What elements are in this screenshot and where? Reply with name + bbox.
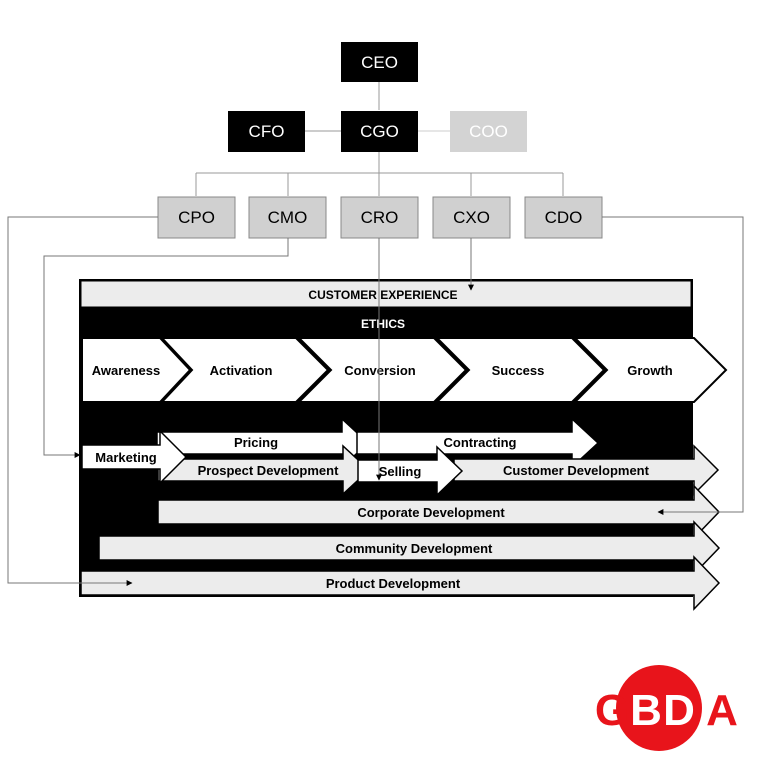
cro-box: CRO [340,196,419,239]
stage-growth: Growth [572,337,728,403]
pricing-arrow: Pricing [156,417,370,469]
coo-label: COO [469,122,508,141]
prospect-development-label: Prospect Development [198,463,340,478]
community-development-label: Community Development [336,541,493,556]
contracting-label: Contracting [444,435,517,450]
corporate-development-arrow: Corporate Development [157,484,721,540]
logo-letter-g: G [595,686,629,735]
corporate-development-label: Corporate Development [357,505,505,520]
stage-awareness-label: Awareness [92,363,160,378]
stage-activation-label: Activation [210,363,273,378]
customer-development-label: Customer Development [503,463,650,478]
stage-conversion-label: Conversion [344,363,416,378]
stage-success-label: Success [492,363,545,378]
cgo-label: CGO [360,122,399,141]
logo-letter-d: D [663,686,695,735]
cxo-label: CXO [453,208,490,227]
contracting-arrow: Contracting [356,417,600,469]
selling-arrow: Selling [357,445,464,497]
routing-connectors [7,216,744,586]
cmo-box: CMO [248,196,327,239]
stage-chevrons: Awareness Activation Conversion Success … [81,337,728,403]
stage-growth-label: Growth [627,363,673,378]
cfo-box: CFO [228,111,305,152]
customer-experience-band: CUSTOMER EXPERIENCE [80,280,692,308]
cdo-label: CDO [545,208,583,227]
stage-awareness: Awareness [81,337,192,403]
cmo-label: CMO [268,208,308,227]
customer-development-arrow: Customer Development [453,444,720,496]
cro-label: CRO [361,208,399,227]
ceo-box: CEO [341,42,418,82]
product-development-arrow: Product Development [80,555,721,611]
customer-experience-label: CUSTOMER EXPERIENCE [308,288,457,302]
cpo-label: CPO [178,208,215,227]
coo-box: COO [450,111,527,152]
ceo-label: CEO [361,53,398,72]
ethics-band: ETHICS [361,317,405,331]
logo-letter-a: A [706,686,738,735]
logo-letter-b: B [630,686,662,735]
cgo-box: CGO [341,111,418,152]
ethics-label: ETHICS [361,317,405,331]
community-development-arrow: Community Development [98,520,721,576]
product-development-label: Product Development [326,576,461,591]
activity-arrows: Pricing Contracting Customer Development… [80,417,721,611]
marketing-label: Marketing [95,450,156,465]
stage-success: Success [434,337,606,403]
cfo-label: CFO [249,122,285,141]
cpo-box: CPO [157,196,236,239]
stage-activation: Activation [159,337,330,403]
pricing-label: Pricing [234,435,278,450]
gbda-logo: G B D A [595,665,738,751]
selling-label: Selling [379,464,422,479]
prospect-development-arrow: Prospect Development [157,444,371,496]
cdo-box: CDO [524,196,603,239]
org-connectors [195,82,564,196]
cxo-box: CXO [432,196,511,239]
marketing-arrow: Marketing [81,429,188,485]
stage-conversion: Conversion [296,337,468,403]
